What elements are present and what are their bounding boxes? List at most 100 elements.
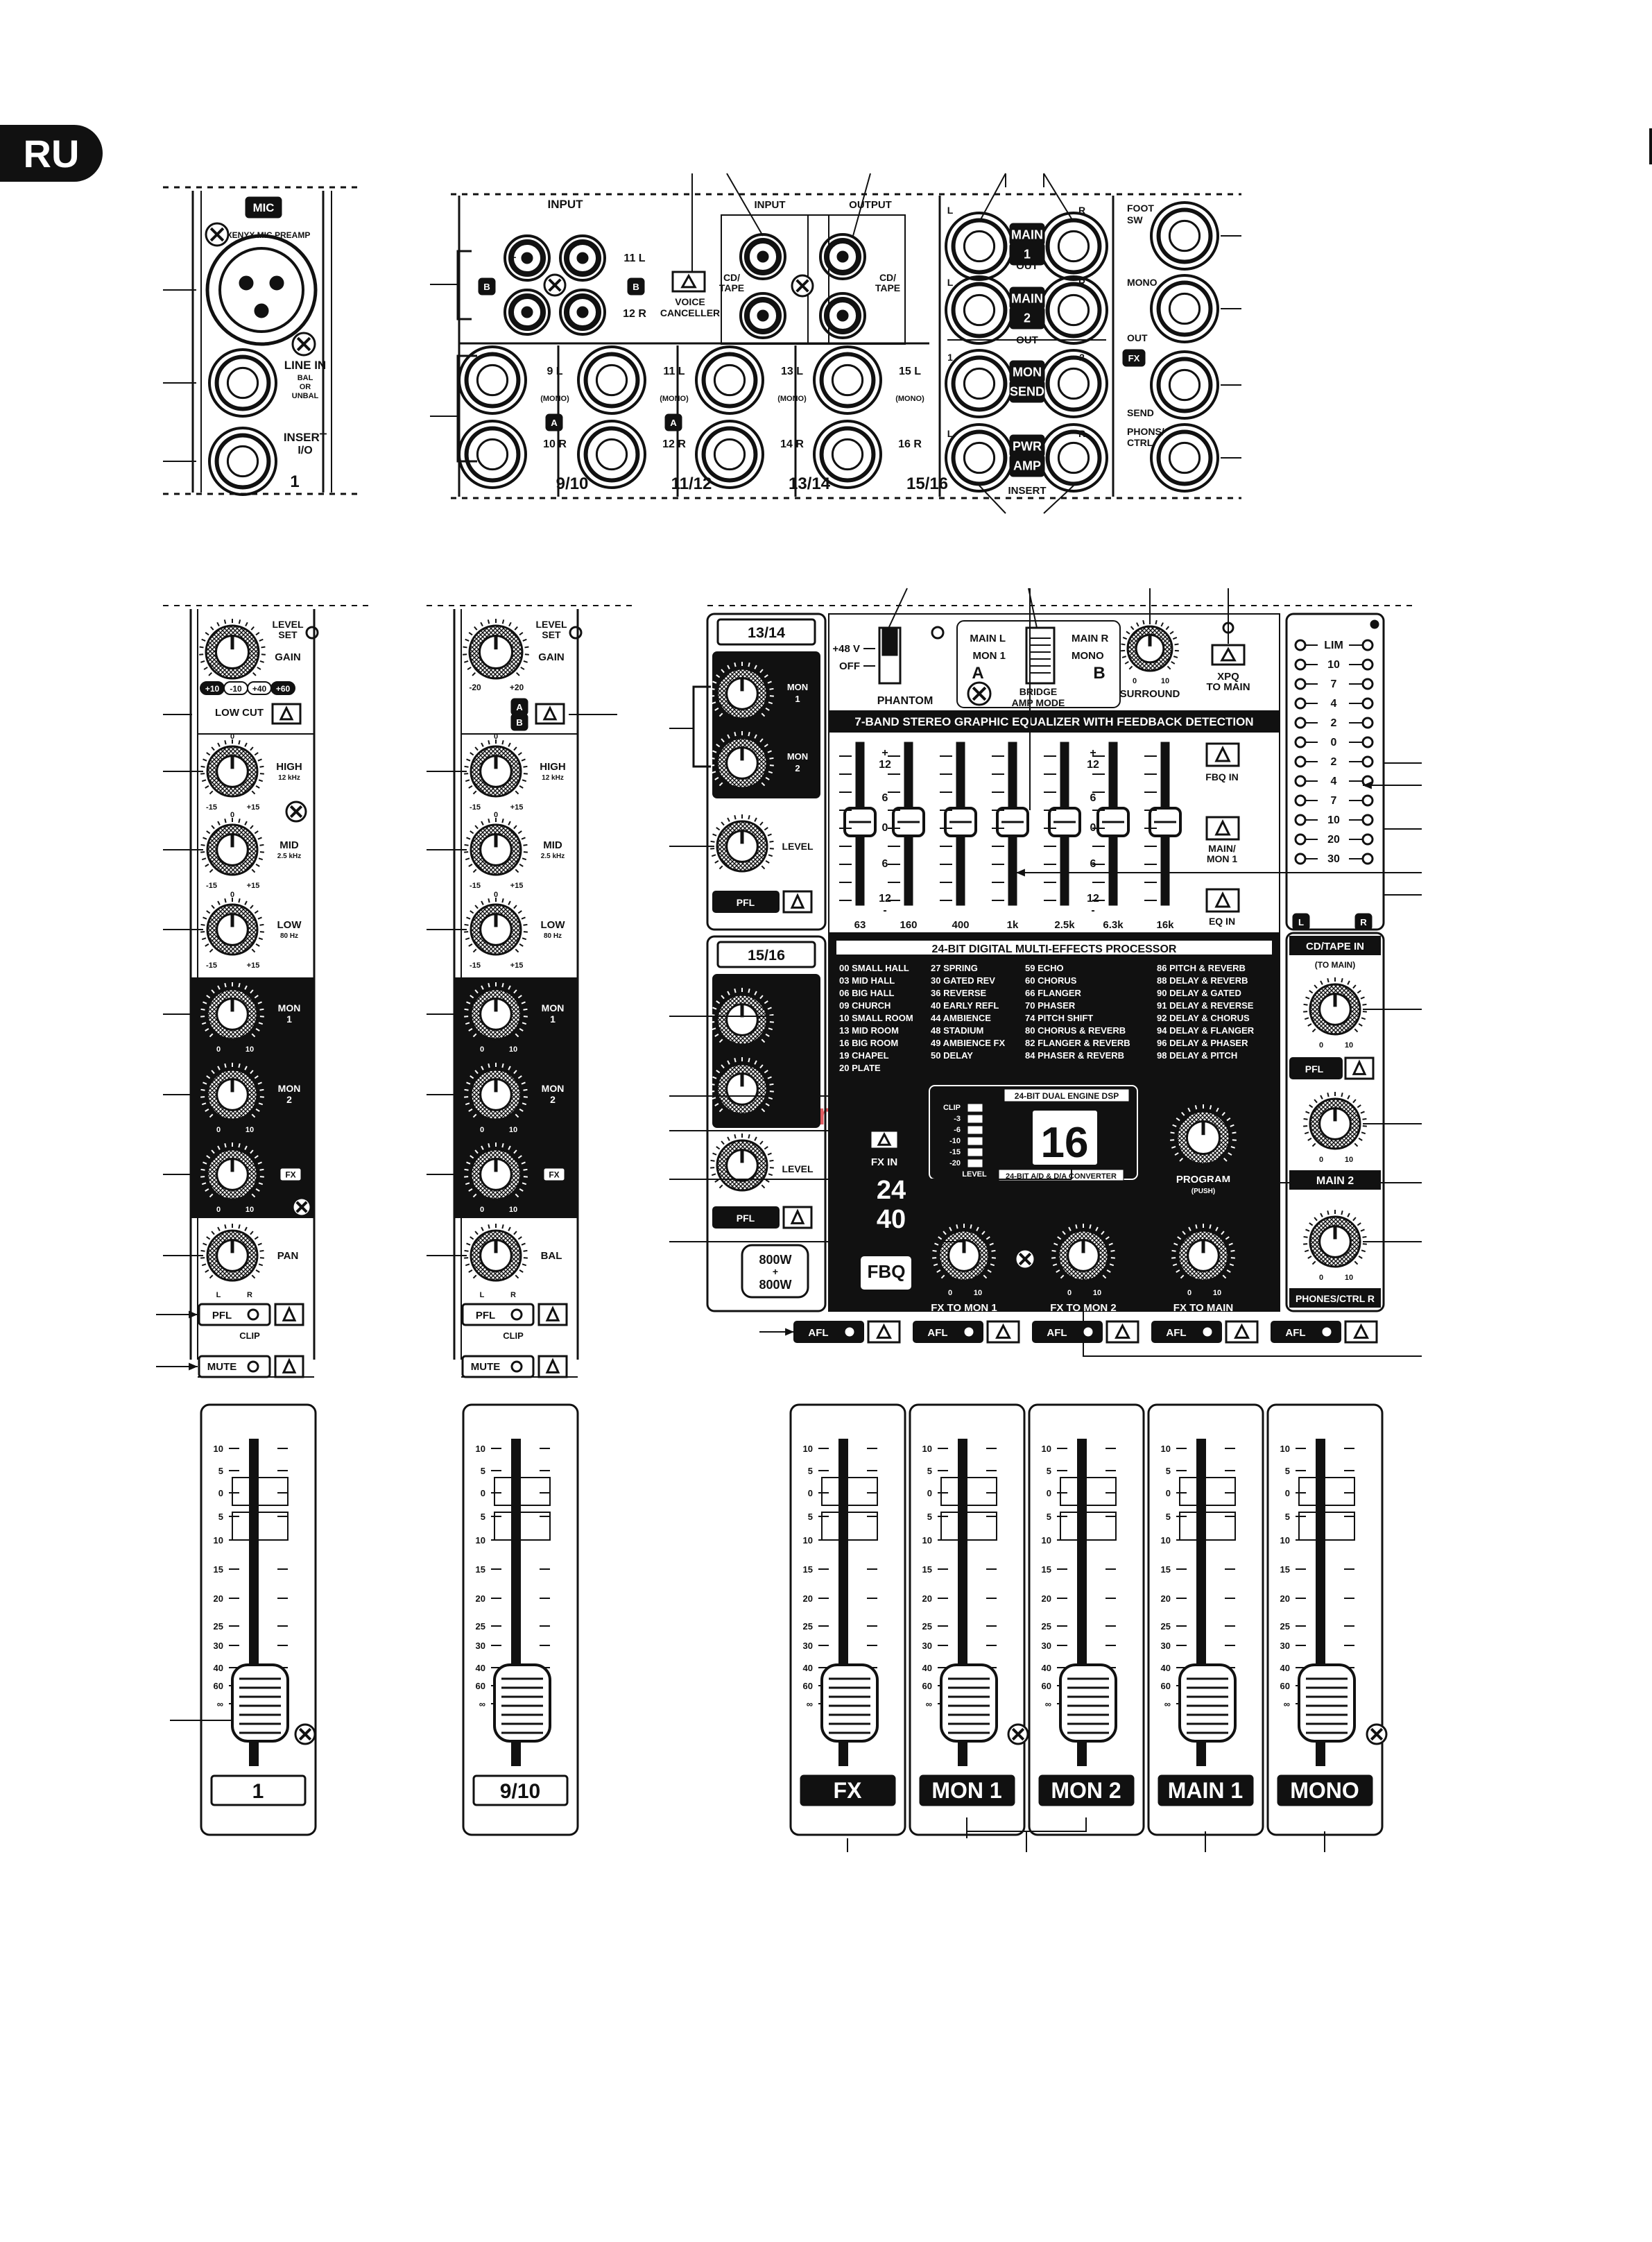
knob-tick bbox=[1352, 1217, 1357, 1222]
jack-outer bbox=[577, 420, 646, 489]
knob-tick bbox=[474, 1070, 479, 1075]
knob-tick bbox=[940, 1274, 945, 1279]
knob-tick bbox=[488, 898, 490, 903]
label-text: MON bbox=[787, 751, 808, 762]
rca-outer bbox=[559, 289, 606, 336]
button-frame bbox=[986, 1320, 1020, 1344]
mute-led bbox=[510, 1360, 523, 1373]
knob-tick bbox=[517, 910, 522, 914]
knob-tick bbox=[519, 1269, 524, 1273]
label-text: +15 bbox=[247, 803, 260, 812]
knob-tick bbox=[1303, 1118, 1308, 1120]
label-text: 10 bbox=[1280, 1444, 1290, 1454]
page-edge-marker bbox=[1649, 128, 1652, 164]
knob-tick bbox=[716, 1146, 721, 1150]
knob-tick bbox=[1180, 1274, 1185, 1279]
knob-tick bbox=[501, 898, 504, 903]
meter-led-r bbox=[1361, 658, 1374, 671]
label-text: 5 bbox=[1285, 1466, 1290, 1476]
knob-tick bbox=[734, 1134, 737, 1139]
label-text: (MONO) bbox=[895, 395, 924, 403]
jack-ring bbox=[1045, 218, 1102, 275]
label-text: 10 bbox=[1345, 1274, 1353, 1282]
knob-tick bbox=[488, 740, 490, 745]
preset-item: 49 AMBIENCE FX bbox=[931, 1038, 1005, 1048]
label-text: SEND bbox=[1010, 385, 1044, 399]
knob-tick bbox=[254, 752, 259, 756]
label-text: 12 kHz bbox=[278, 774, 300, 782]
knob-tick bbox=[203, 1242, 207, 1246]
label-text: PFL bbox=[737, 897, 755, 908]
label-text: AFL bbox=[1047, 1327, 1067, 1339]
knob-tick bbox=[217, 821, 221, 825]
knob-cap bbox=[1187, 1239, 1220, 1272]
channel-pair-label: 9/10 bbox=[556, 474, 589, 493]
meter-led-r bbox=[1361, 678, 1374, 690]
knob-tick bbox=[759, 995, 764, 1000]
label-text: +20 bbox=[510, 683, 524, 692]
fx-to-mon2-knob bbox=[1051, 1224, 1115, 1282]
knob-tick bbox=[254, 910, 259, 914]
triangle-icon bbox=[1214, 819, 1231, 836]
label-text: LEVEL bbox=[782, 1163, 814, 1174]
knob-tick bbox=[245, 622, 248, 627]
knob-tick bbox=[1361, 1249, 1366, 1253]
knob-tick bbox=[1229, 1263, 1234, 1267]
jack-hole bbox=[713, 438, 746, 471]
label-text: CD/ bbox=[723, 272, 740, 283]
label-frame bbox=[478, 277, 496, 296]
knob-tick bbox=[205, 943, 209, 947]
button-frame bbox=[782, 890, 813, 914]
label-text: OFF bbox=[839, 660, 860, 672]
label-frame bbox=[716, 941, 816, 968]
knob-tick bbox=[734, 1058, 737, 1063]
label-frame bbox=[1292, 913, 1310, 931]
input-header: INPUT bbox=[548, 198, 584, 211]
jack-ring bbox=[1156, 280, 1213, 337]
label-text: -15 bbox=[206, 803, 217, 812]
knob-tick bbox=[217, 1226, 221, 1231]
label-frame bbox=[1009, 454, 1045, 477]
knob-tick bbox=[1307, 1256, 1312, 1259]
label-text: LOW bbox=[277, 919, 302, 931]
knob-cap bbox=[479, 1158, 513, 1191]
knob-tick bbox=[1167, 665, 1171, 670]
knob-tick bbox=[1232, 1131, 1237, 1134]
knob-tick bbox=[1357, 1222, 1361, 1226]
knob-tick bbox=[759, 821, 764, 826]
meter-label: LIM bbox=[1324, 640, 1343, 651]
button-frame bbox=[671, 271, 706, 293]
knob-tick bbox=[205, 1109, 209, 1112]
label-text: -20 bbox=[949, 1159, 961, 1167]
label-text: 5 bbox=[218, 1466, 223, 1476]
meter-led-r bbox=[1361, 736, 1374, 748]
label-text: MAIN 2 bbox=[1316, 1175, 1354, 1187]
screw-icon bbox=[1366, 1723, 1388, 1745]
knob-tick bbox=[734, 815, 737, 820]
label-text: L bbox=[1298, 917, 1304, 927]
fx-label: FX bbox=[1122, 349, 1146, 367]
knob-tick bbox=[1170, 1131, 1175, 1134]
label-text: B bbox=[483, 282, 490, 292]
rca-cd-out-l bbox=[819, 233, 866, 280]
channel-number: 1 bbox=[290, 472, 299, 491]
knob-cap bbox=[216, 755, 249, 788]
fader-cap bbox=[1059, 1663, 1117, 1743]
fader-cap bbox=[820, 1663, 879, 1743]
knob-tick bbox=[1109, 1263, 1115, 1267]
xlr-pin bbox=[254, 303, 269, 318]
knob-tick bbox=[519, 1188, 524, 1192]
label-text: L bbox=[947, 205, 954, 216]
knob-tick bbox=[257, 1161, 262, 1165]
knob-tick bbox=[764, 1146, 768, 1150]
label-text: (MONO) bbox=[660, 395, 689, 403]
fx-label: FX bbox=[278, 1166, 303, 1183]
knob-tick bbox=[521, 916, 526, 920]
label-text: UNBAL bbox=[292, 392, 319, 400]
channel-pair-label: 15/16 bbox=[906, 474, 948, 493]
gain-knob bbox=[199, 619, 266, 680]
knob-tick bbox=[465, 638, 470, 642]
knob-tick bbox=[513, 1231, 517, 1235]
